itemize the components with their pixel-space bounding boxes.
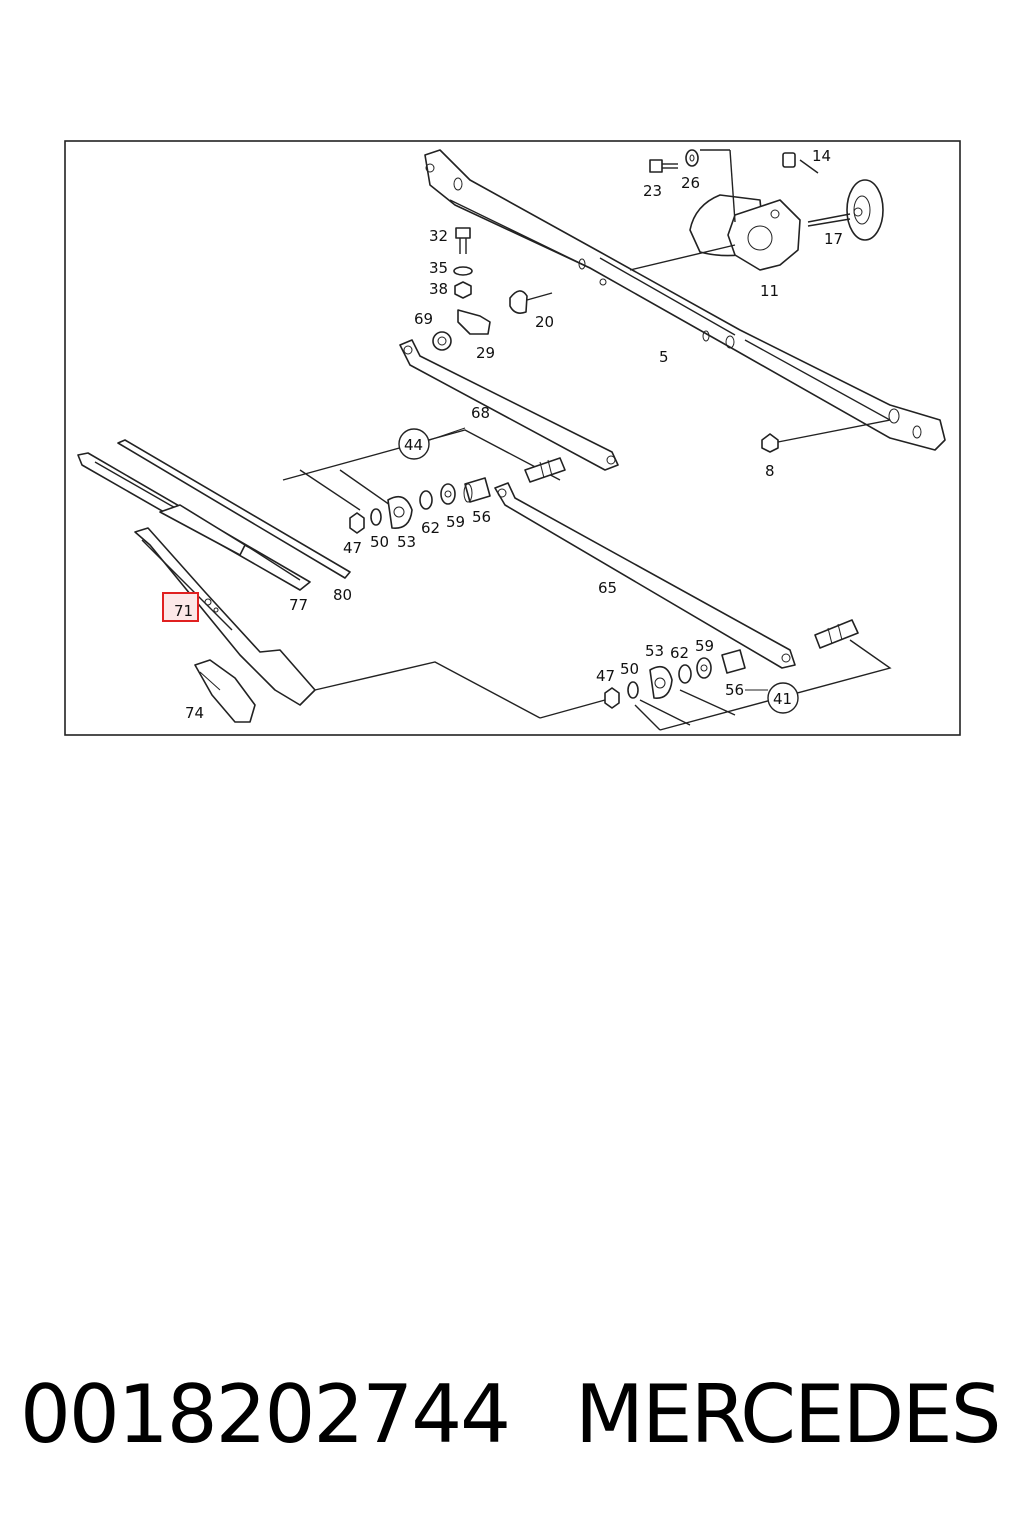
- callout-77: 77: [289, 596, 308, 614]
- wiper-linkage-frame: [424, 149, 946, 451]
- leader-lines: [420, 427, 768, 691]
- frame-screw: [761, 419, 891, 453]
- callout-50-lower: 50: [620, 660, 639, 678]
- bolt-and-washer-top: [649, 149, 699, 173]
- callout-53-upper: 53: [397, 533, 416, 551]
- callout-62-upper: 62: [421, 519, 440, 537]
- gear-assembly: [782, 152, 884, 241]
- lower-spindle-group: [314, 619, 892, 731]
- part-number: 0018202744: [20, 1368, 511, 1461]
- callout-68: 68: [471, 404, 490, 422]
- callout-5: 5: [659, 348, 669, 366]
- callout-11: 11: [760, 282, 779, 300]
- wiper-arm: [134, 527, 316, 706]
- callout-47-lower: 47: [596, 667, 615, 685]
- wiper-blade: [77, 439, 351, 591]
- callout-38: 38: [429, 280, 448, 298]
- callout-59-upper: 59: [446, 513, 465, 531]
- brand-name: MERCEDES: [575, 1368, 1002, 1461]
- lower-link-rod: [494, 482, 796, 669]
- callout-62-lower: 62: [670, 644, 689, 662]
- wiper-arm-cover: [194, 659, 256, 723]
- callout-23: 23: [643, 182, 662, 200]
- callout-80: 80: [333, 586, 352, 604]
- callout-17: 17: [824, 230, 843, 248]
- callout-35: 35: [429, 259, 448, 277]
- diagram-frame: [64, 140, 961, 736]
- caption: 0018202744 MERCEDES: [0, 1360, 1024, 1470]
- callout-26: 26: [681, 174, 700, 192]
- callout-41: 41: [773, 690, 792, 708]
- callout-65: 65: [598, 579, 617, 597]
- callout-56-upper: 56: [472, 508, 491, 526]
- wiper-motor: [629, 149, 801, 271]
- callout-44: 44: [404, 436, 423, 454]
- callout-20: 20: [535, 313, 554, 331]
- callout-44-circle: [398, 428, 430, 460]
- callout-8: 8: [765, 462, 775, 480]
- bolt-stack: [432, 227, 553, 351]
- callout-14: 14: [812, 147, 831, 165]
- callout-32: 32: [429, 227, 448, 245]
- callout-50-upper: 50: [370, 533, 389, 551]
- callout-69: 69: [414, 310, 433, 328]
- upper-spindle-group: [282, 429, 566, 534]
- callout-53-lower: 53: [645, 642, 664, 660]
- callout-71[interactable]: 71: [174, 602, 193, 620]
- callout-71-highlight[interactable]: [162, 592, 199, 622]
- callout-74: 74: [185, 704, 204, 722]
- parts-diagram: 5 8 11 14 17 20 23 26 29 32 35 38 41 44 …: [64, 140, 961, 736]
- callout-59-lower: 59: [695, 637, 714, 655]
- upper-link-rod: [399, 339, 619, 471]
- callout-56-lower: 56: [725, 681, 744, 699]
- callout-41-circle: [767, 682, 799, 714]
- callout-47-upper: 47: [343, 539, 362, 557]
- callout-29: 29: [476, 344, 495, 362]
